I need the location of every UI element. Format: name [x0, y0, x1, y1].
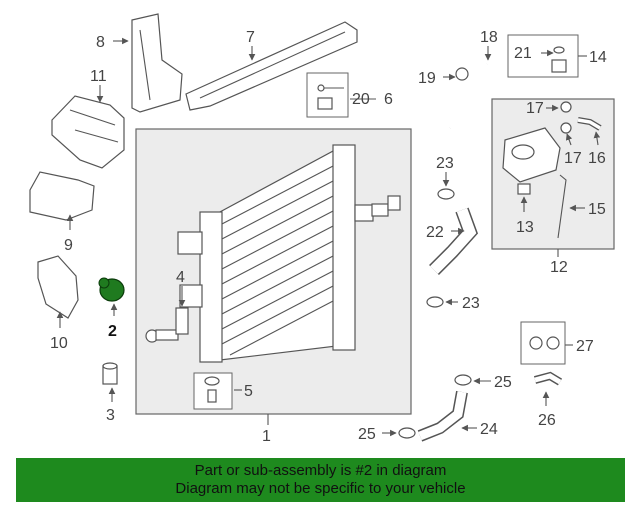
- callout-11: 11: [90, 68, 107, 85]
- banner-line-1: Part or sub-assembly is #2 in diagram: [194, 462, 447, 479]
- callout-25-right: 25: [494, 374, 512, 391]
- radiator: [177, 144, 374, 363]
- callout-21: 21: [514, 45, 532, 62]
- callout-27: 27: [576, 338, 594, 355]
- part-5-grommet: [204, 376, 220, 403]
- part-11-side-bracket: [51, 95, 125, 169]
- part-20-box: [306, 72, 349, 118]
- part-15-tube: [557, 174, 567, 239]
- coolant-reservoir: [502, 127, 561, 183]
- callout-5: 5: [244, 383, 253, 400]
- drain-bolt: [371, 195, 401, 217]
- callout-16: 16: [588, 150, 606, 167]
- callout-8: 8: [96, 34, 105, 51]
- callout-14: 14: [589, 49, 607, 66]
- part-23-clamp-lower: [426, 296, 444, 308]
- callout-20: 20: [352, 91, 370, 108]
- callout-1: 1: [262, 428, 271, 445]
- parts-diagram: 8 7 11 9 10 2 3 4 5 1 20 6 19 18 21 14 1…: [29, 13, 615, 445]
- part-7-upper-shield: [185, 21, 358, 111]
- callout-23-bottom: 23: [462, 295, 480, 312]
- callout-19: 19: [418, 70, 436, 87]
- bracket-bolt: [145, 307, 189, 343]
- part-3-bushing: [102, 362, 118, 385]
- part-26-hose: [533, 371, 563, 386]
- part-20-pad: [317, 84, 344, 110]
- callout-15: 15: [588, 201, 606, 218]
- callout-4: 4: [176, 269, 185, 286]
- callout-2: 2: [108, 323, 117, 340]
- part-23-clamp-upper: [437, 188, 455, 200]
- callout-12: 12: [550, 259, 568, 276]
- part-17-cap: [560, 101, 572, 134]
- part-2-clip-highlighted: [98, 277, 125, 302]
- part-25-clamp-lower: [398, 427, 416, 439]
- callout-17-bottom: 17: [564, 150, 582, 167]
- part-24-hose: [417, 390, 468, 442]
- part-16-hose: [577, 117, 602, 131]
- callout-3: 3: [106, 407, 115, 424]
- callout-23-top: 23: [436, 155, 454, 172]
- callout-26: 26: [538, 412, 556, 429]
- callout-18: 18: [480, 29, 498, 46]
- leader-lines: [56, 37, 601, 437]
- part-8-air-deflector: [131, 13, 183, 113]
- callout-7: 7: [246, 29, 255, 46]
- banner-line-2: Diagram may not be specific to your vehi…: [175, 480, 466, 497]
- part-14-pad: [551, 46, 567, 73]
- callout-6: 6: [384, 91, 393, 108]
- callout-10: 10: [50, 335, 68, 352]
- part-19-clamp: [455, 67, 469, 81]
- part-25-clamp-upper: [454, 374, 472, 386]
- part-22-lower-hose: [429, 207, 479, 275]
- callout-25-left: 25: [358, 426, 376, 443]
- part-9-lower-deflector: [29, 171, 95, 221]
- part-10-side-seal: [37, 255, 79, 319]
- part-18-hose: [448, 63, 489, 129]
- callout-17-top: 17: [526, 100, 544, 117]
- callout-24: 24: [480, 421, 498, 438]
- part-27-clips: [529, 336, 560, 350]
- callout-9: 9: [64, 237, 73, 254]
- callout-13: 13: [516, 219, 534, 236]
- info-banner: Part or sub-assembly is #2 in diagram Di…: [16, 458, 625, 502]
- callout-22: 22: [426, 224, 444, 241]
- part-13-cap: [517, 183, 531, 195]
